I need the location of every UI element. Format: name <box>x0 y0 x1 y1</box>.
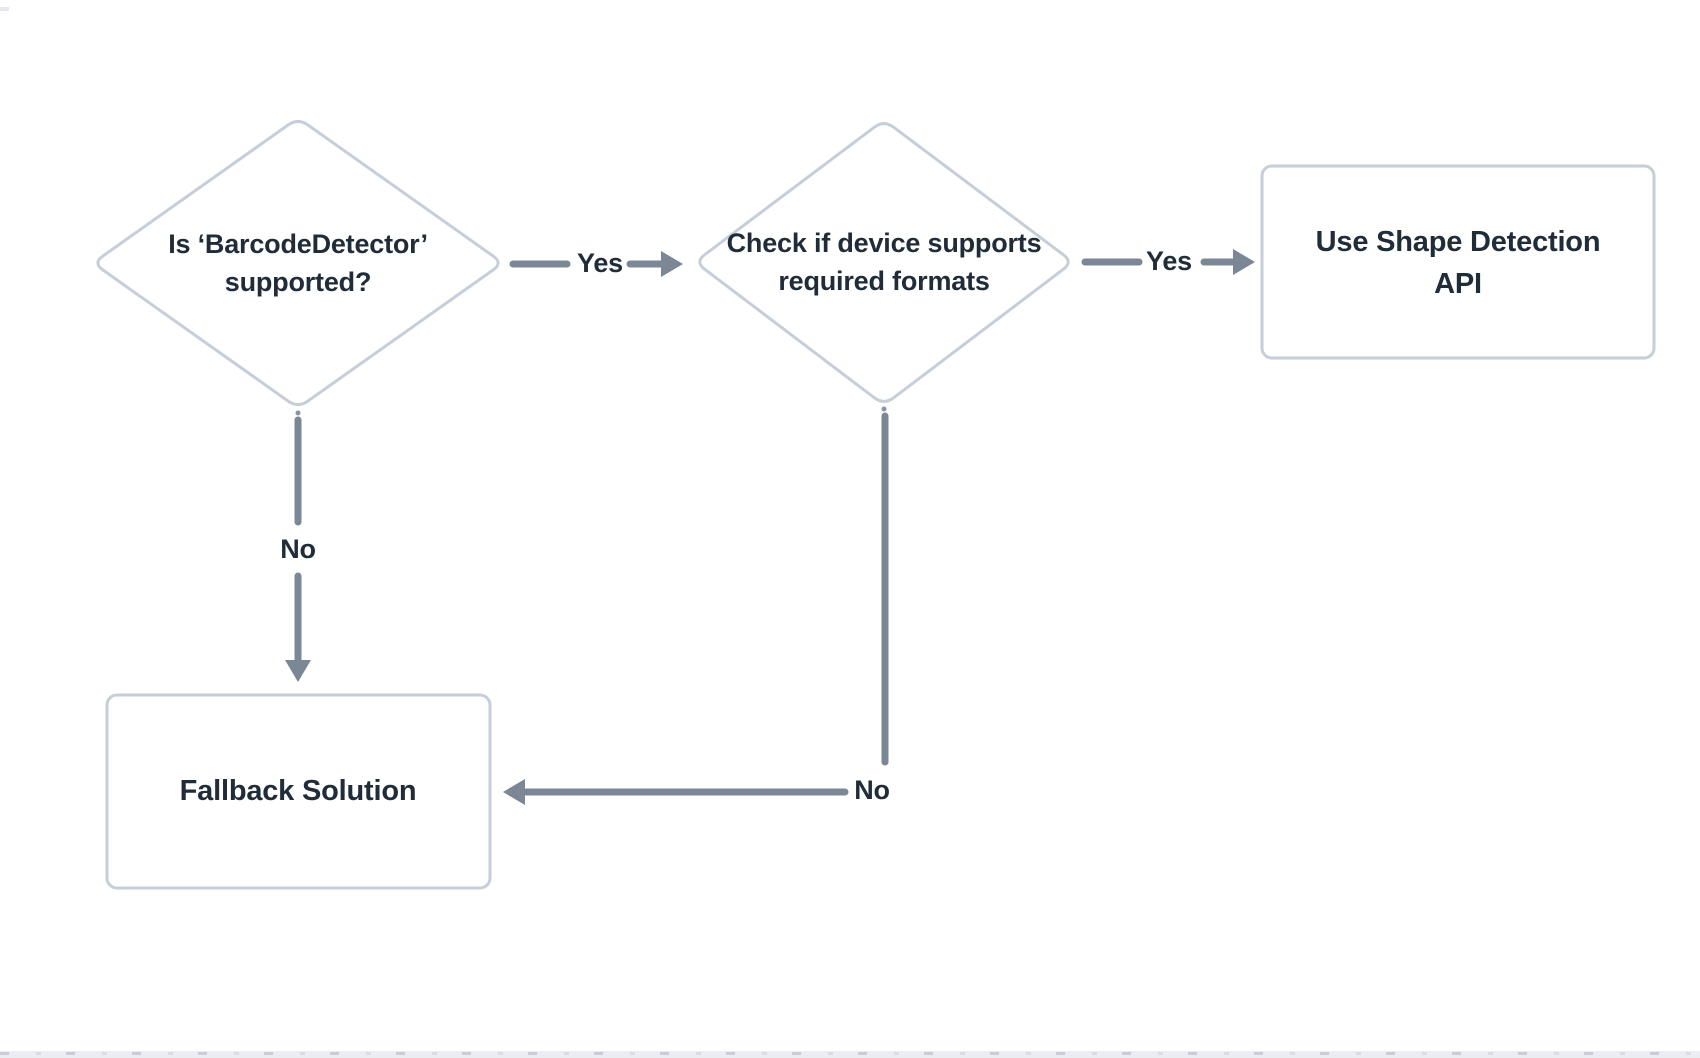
edge-label-formats-yes: Yes <box>1146 246 1192 276</box>
process-fallback-solution-label-line1: Fallback Solution <box>179 775 417 807</box>
process-fallback-solution-label: Fallback Solution <box>180 770 417 812</box>
edge-formats-no-connector-dot <box>881 406 887 412</box>
process-use-shape-detection-api-label-line2: API <box>1434 268 1482 300</box>
process-use-shape-detection-api-label-line1: Use Shape Detection <box>1315 226 1601 258</box>
edge-label-barcode-no: No <box>280 534 316 564</box>
decision-barcode-detector-label-line2: supported? <box>224 267 372 297</box>
process-fallback-solution-shape <box>105 693 492 890</box>
edge-formats-no-arrowhead-icon <box>503 779 525 805</box>
decision-required-formats-shape <box>698 122 1070 403</box>
process-use-shape-detection-api-label: Use Shape Detection API <box>1316 221 1601 305</box>
edge-barcode-no-connector-dot <box>295 410 301 416</box>
process-use-shape-detection-api-shape <box>1260 164 1656 360</box>
cropped-content-strip <box>0 1051 1700 1058</box>
edge-barcode-no-arrowhead-icon <box>285 660 311 682</box>
top-left-edge-artifact <box>0 7 9 11</box>
decision-barcode-detector-shape <box>96 119 500 407</box>
decision-barcode-detector-label: Is ‘BarcodeDetector’ supported? <box>168 225 428 301</box>
edge-barcode-yes-arrowhead-icon <box>661 251 683 277</box>
edge-label-formats-no: No <box>854 775 890 805</box>
decision-required-formats-label: Check if device supports required format… <box>727 224 1042 300</box>
decision-barcode-detector-label-line1: Is ‘BarcodeDetector’ <box>168 229 428 259</box>
edge-label-barcode-yes: Yes <box>577 248 623 278</box>
edge-formats-yes-arrowhead-icon <box>1233 249 1255 275</box>
decision-required-formats-label-line1: Check if device supports <box>726 228 1042 258</box>
cropped-content-strip-marks <box>0 1052 1700 1055</box>
decision-required-formats-label-line2: required formats <box>778 266 990 296</box>
